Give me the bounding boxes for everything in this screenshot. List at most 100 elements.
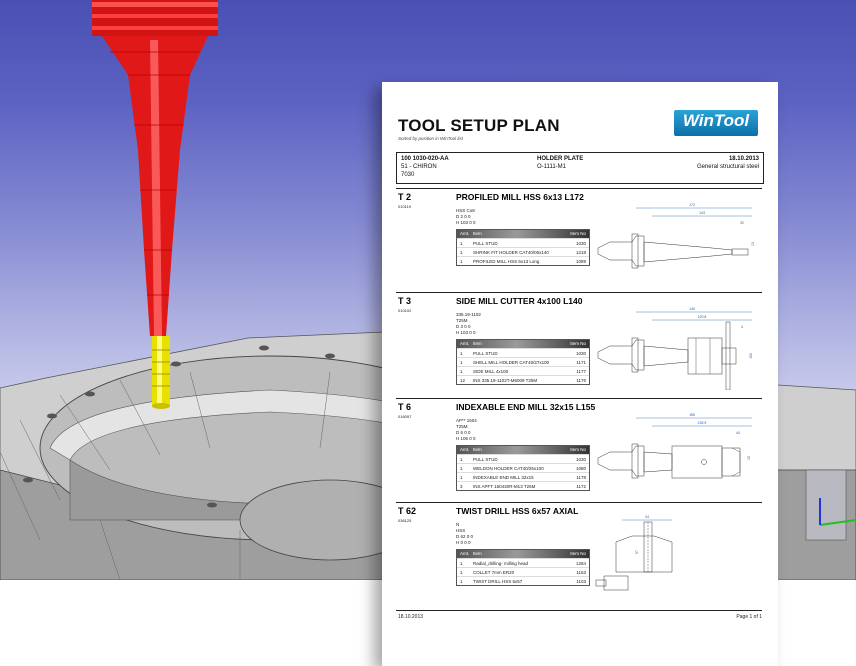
row-item-no: 1103: [576, 578, 586, 584]
tool-info-line: H 0 0 0: [456, 540, 471, 545]
component-row: 1 SHELL MILL HOLDER CAT40/27x100 1171: [457, 357, 589, 366]
col-item-no: Item No: [570, 447, 586, 452]
section-rule: [396, 398, 762, 399]
tool-info-line: D 6 0 0: [456, 430, 471, 435]
row-item: SIDE MILL 4x100: [473, 368, 509, 374]
footer-rule: [396, 610, 762, 611]
tool-name: TWIST DRILL HSS 6x57 AXIAL: [456, 506, 579, 516]
tool-name: PROFILED MILL HSS 6x13 L172: [456, 192, 584, 202]
mesh-lines: [0, 371, 331, 580]
tool-name: INDEXABLE END MILL 32x15 L155: [456, 402, 596, 412]
dimension-label: 44: [645, 515, 649, 519]
tool-code: 010102: [398, 308, 412, 313]
col-item: Item: [473, 341, 482, 346]
component-row: 1 Radial_drilling- milling head 1284: [457, 558, 589, 567]
bolt-holes: [23, 345, 335, 508]
row-item: COLLET 7mm ER20: [473, 569, 515, 575]
row-item: INS APFT 160430R-M13 T25M: [473, 483, 536, 489]
dimension-label: 155: [689, 413, 695, 417]
tool-info-line: H 106 0 0: [456, 436, 476, 441]
taper-lines: [110, 51, 200, 296]
row-item: SHELL MILL HOLDER CAT40/27x100: [473, 359, 550, 365]
row-amount: 1: [460, 578, 463, 584]
row-item: SHRINK FIT HOLDER CAT40/06x140: [473, 249, 549, 255]
row-item-no: 1176: [576, 377, 586, 383]
tool-info-line: H 103 0 0: [456, 220, 476, 225]
row-item: PULL STUD: [473, 456, 498, 462]
tool-info-line: N: [456, 522, 460, 527]
header-date: 18.10.2013: [728, 156, 759, 162]
col-item: Item: [473, 231, 482, 236]
tool-info-line: 335.19-1102: [456, 312, 481, 317]
tool-assembly-drawing: 172 143 32 13: [597, 203, 755, 269]
dimension-label: 57: [635, 550, 639, 554]
dimension-label: 143: [699, 211, 705, 215]
dimension-label: 135.9: [698, 421, 707, 425]
row-item-no: 1171: [576, 359, 586, 365]
tool-info-line: AP** 1604: [456, 418, 477, 423]
dimension-label: 172: [689, 203, 695, 207]
axis-green: [819, 519, 856, 526]
row-item-no: 1030: [575, 350, 586, 356]
tool-info-line: HSS Co8: [456, 208, 475, 213]
section-rule: [396, 502, 762, 503]
dimension-label: 120.8: [698, 315, 707, 319]
row-item-no: 1030: [575, 456, 586, 462]
tool-info-line: T25M: [456, 424, 468, 429]
component-row: 1 TWIST DRILL HSS 6x57 1103: [457, 576, 589, 585]
col-item-no: Item No: [570, 231, 586, 236]
row-item-no: 1284: [575, 560, 586, 566]
row-amount: 1: [460, 359, 463, 365]
row-amount: 1: [460, 560, 463, 566]
col-item-no: Item No: [570, 551, 586, 556]
dimension-label: 32: [740, 221, 744, 225]
tool-assembly-drawing: 44 57: [595, 515, 673, 591]
tool-info-line: D 62 0 0: [456, 534, 474, 539]
row-item-no: 1089: [575, 258, 586, 264]
doc-title: TOOL SETUP PLAN: [398, 116, 560, 135]
tool-info-line: D 2 0 0: [456, 214, 471, 219]
row-item-no: 1163: [576, 569, 586, 575]
row-item: PULL STUD: [473, 350, 498, 356]
wintool-logo: WinTool: [674, 110, 758, 136]
tool-number: T 6: [398, 402, 412, 412]
tool-info-line: T25M: [456, 318, 468, 323]
header-number: 7030: [401, 172, 415, 178]
dimension-label: 13: [751, 242, 755, 246]
row-item: PROFILED MILL HSS 6x13 Long: [473, 258, 540, 264]
row-item: PULL STUD: [473, 240, 498, 246]
dimension-label: 44: [736, 431, 740, 435]
header-code: 100 1030-020-AA: [401, 156, 449, 162]
col-item-no: Item No: [570, 341, 586, 346]
tool-number: T 3: [398, 296, 412, 306]
dimension-label: 4: [741, 325, 743, 329]
row-item: Radial_drilling- milling head: [473, 560, 529, 566]
footer-page: Page 1 of 1: [736, 614, 762, 620]
tool-code: 010119: [398, 204, 412, 209]
fixture-block: [805, 469, 847, 541]
row-item: TWIST DRILL HSS 6x57: [473, 578, 523, 584]
tool-code: 016097: [398, 414, 412, 419]
col-amount: Amt.: [460, 551, 470, 556]
row-item-no: 1080: [575, 465, 586, 471]
tool-code: 036125: [398, 518, 412, 523]
row-item-no: 1172: [576, 483, 586, 489]
